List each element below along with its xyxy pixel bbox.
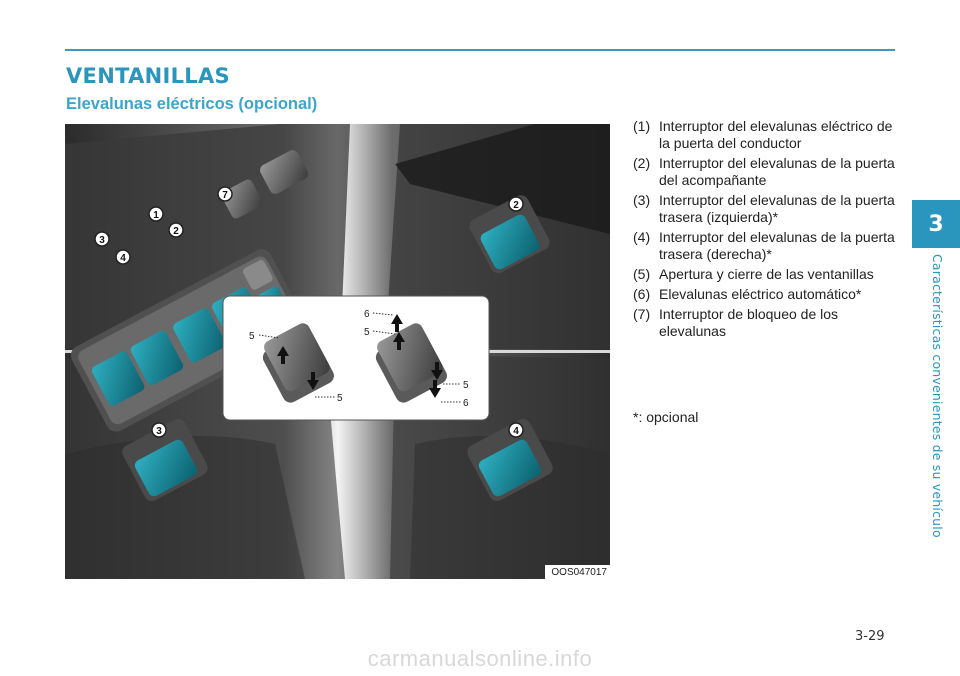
legend-item: (6)Elevalunas eléctrico automático* bbox=[633, 286, 862, 302]
legend-item: (3)Interruptor del elevalunas de la puer… bbox=[633, 192, 895, 225]
detail-label: 6 bbox=[364, 309, 370, 320]
svg-text:1: 1 bbox=[153, 210, 159, 221]
top-rule bbox=[65, 49, 895, 51]
detail-label: 5 bbox=[337, 393, 343, 404]
detail-label: 5 bbox=[463, 380, 469, 391]
watermark: carmanualsonline.info bbox=[367, 646, 593, 671]
svg-text:3: 3 bbox=[99, 235, 105, 246]
svg-text:3: 3 bbox=[156, 426, 162, 437]
svg-text:2: 2 bbox=[513, 200, 519, 211]
callout-badge: 4 bbox=[115, 249, 131, 265]
svg-text:4: 4 bbox=[120, 253, 126, 264]
window-switch-illustration: 5 5 6 5 5 6 1 2 3 4 7 2 bbox=[65, 124, 610, 579]
svg-text:7: 7 bbox=[222, 190, 228, 201]
callout-badge: 4 bbox=[508, 422, 524, 438]
section-title: VENTANILLAS bbox=[66, 64, 230, 88]
legend-item: (4)Interruptor del elevalunas de la puer… bbox=[633, 229, 895, 262]
callout-badge: 3 bbox=[94, 231, 110, 247]
illustration-svg: 5 5 6 5 5 6 1 2 3 4 7 2 bbox=[65, 124, 610, 579]
legend-item: (7)Interruptor de bloqueo de los elevalu… bbox=[633, 306, 839, 339]
callout-badge: 3 bbox=[151, 422, 167, 438]
callout-badge: 2 bbox=[168, 222, 184, 238]
legend-item: (1)Interruptor del elevalunas eléctrico … bbox=[633, 118, 893, 151]
detail-label: 6 bbox=[463, 398, 469, 409]
svg-text:2: 2 bbox=[173, 226, 179, 237]
legend-list: (1)Interruptor del elevalunas eléctrico … bbox=[633, 118, 898, 343]
svg-text:4: 4 bbox=[513, 426, 519, 437]
section-subtitle: Elevalunas eléctricos (opcional) bbox=[66, 95, 318, 113]
chapter-title: Características convenientes de su vehíc… bbox=[930, 254, 945, 538]
page-number: 3-29 bbox=[855, 629, 885, 644]
detail-label: 5 bbox=[364, 327, 370, 338]
callout-badge: 1 bbox=[148, 206, 164, 222]
footnote: *: opcional bbox=[633, 409, 699, 425]
legend-item: (5)Apertura y cierre de las ventanillas bbox=[633, 266, 874, 282]
callout-badge: 2 bbox=[508, 196, 524, 212]
detail-label: 5 bbox=[249, 331, 255, 342]
legend-item: (2)Interruptor del elevalunas de la puer… bbox=[633, 155, 895, 188]
callout-badge: 7 bbox=[217, 186, 233, 202]
chapter-tab: 3 bbox=[912, 200, 960, 248]
figure-code: OOS047017 bbox=[545, 565, 610, 579]
